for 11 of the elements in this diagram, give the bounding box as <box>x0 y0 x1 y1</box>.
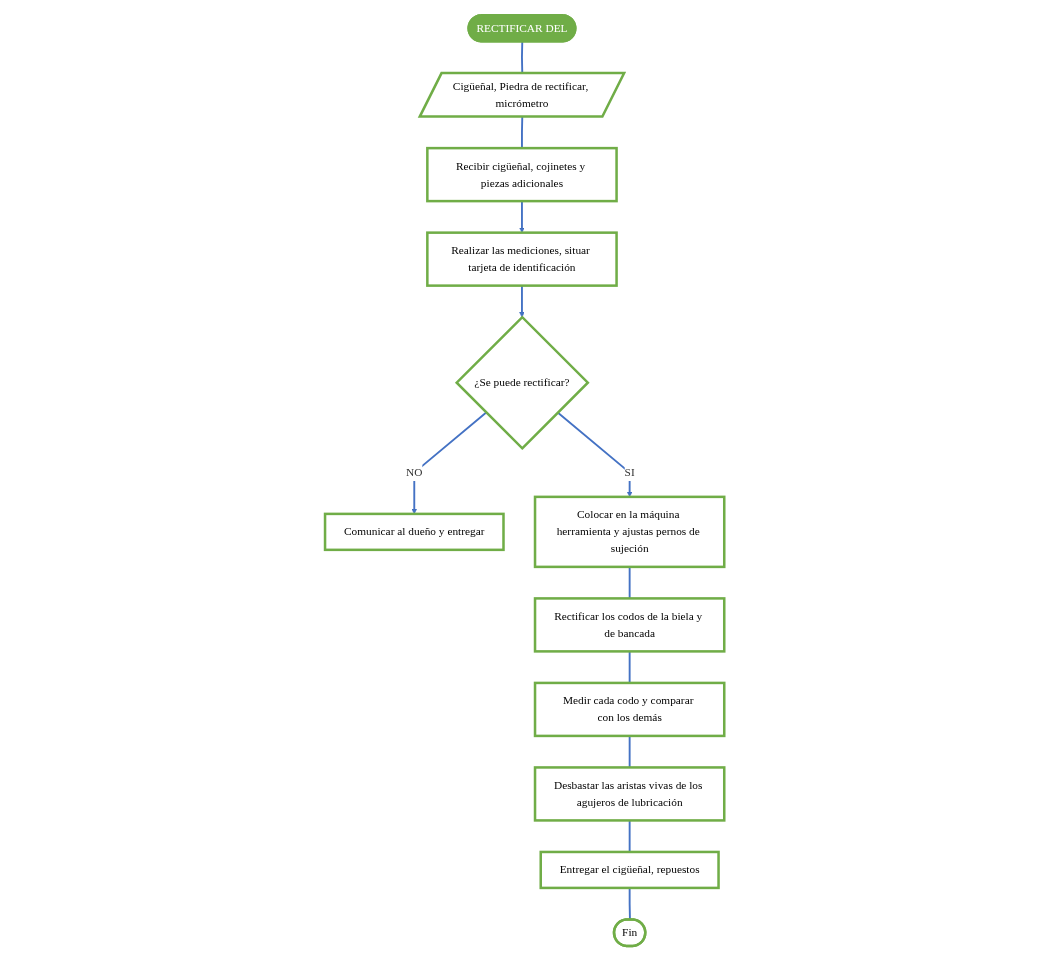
node-box: Medir cada codo y comparar con los demás <box>533 681 726 738</box>
node-diamond: ¿Se puede rectificar? <box>454 315 590 451</box>
edge-label: NO <box>405 465 423 479</box>
node-box: Colocar en la máquina herramienta y ajustas pernos de sujeción <box>533 495 726 569</box>
node-box: Realizar las mediciones, situar tarjeta de identificación <box>425 231 618 287</box>
edge-label: SI <box>624 465 635 479</box>
node-box: Entregar el cigüeñal, repuestos <box>539 850 720 890</box>
node-box: Desbastar las aristas vivas de los agujeros de lubricación <box>533 766 726 822</box>
node-box: Recibir cigüeñal, cojinetes y piezas adicionales <box>425 146 618 203</box>
node-box: Rectificar los codos de la biela y de bancada <box>533 597 726 653</box>
node-box: Comunicar al dueño y entregar <box>323 512 505 552</box>
